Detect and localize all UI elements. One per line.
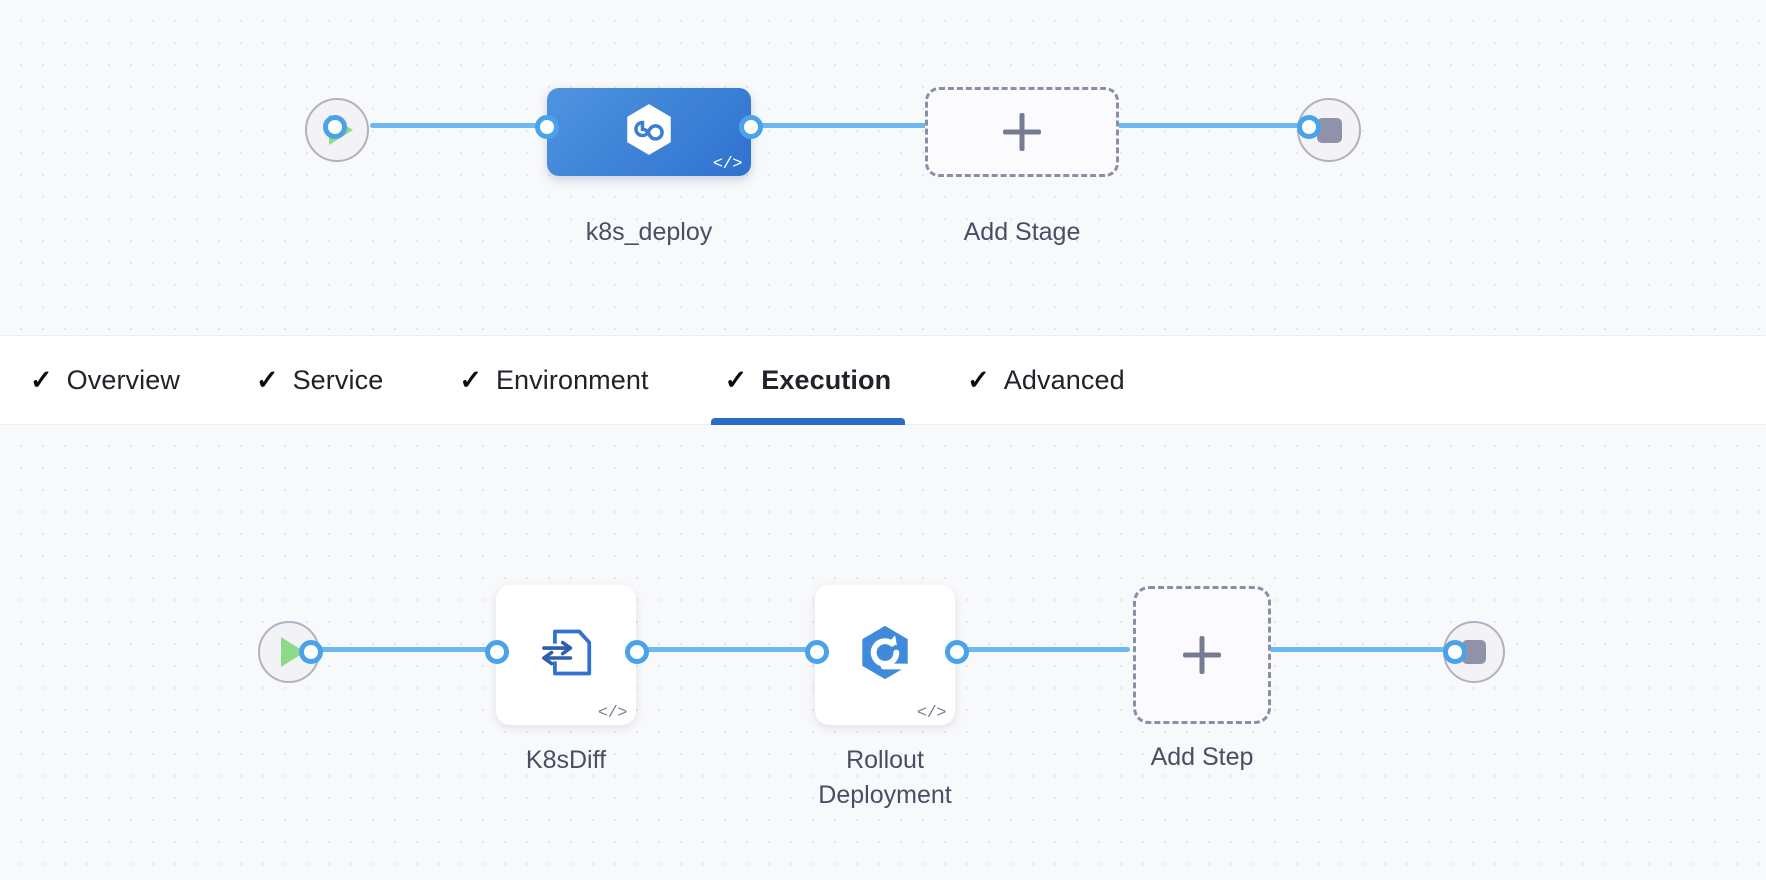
check-icon: ✓ [459,364,482,395]
code-view-glyph-icon[interactable]: </> [916,704,947,723]
step-label-rollout-deployment: Rollout Deployment [818,746,952,809]
tab-execution-label: Execution [761,364,892,395]
step-port-end-in[interactable] [1443,640,1467,664]
tab-advanced-label: Advanced [1003,364,1125,395]
tab-service-label: Service [292,364,384,395]
execution-graph-canvas[interactable]: </> K8sDiff </> Rollout Deployment Add S… [0,425,1766,880]
stage-wire-add-to-end [1110,123,1310,128]
step-port-k8sdiff-in[interactable] [485,640,509,664]
check-icon: ✓ [724,364,748,395]
tab-advanced[interactable]: ✓ Advanced [967,336,1159,424]
add-step-button[interactable] [1133,586,1271,724]
step-label-k8sdiff: K8sDiff [525,746,607,774]
stop-icon [1316,117,1342,143]
add-stage-button[interactable] [925,87,1119,177]
add-stage-label: Add Stage [963,218,1081,246]
active-tab-indicator [710,418,906,425]
code-view-glyph-icon[interactable]: </> [597,704,628,723]
step-wire-start-to-k8sdiff [300,647,505,652]
tab-service[interactable]: ✓ Service [256,336,417,424]
stage-port-k8s-out[interactable] [739,115,763,139]
step-port-rollout-in[interactable] [805,640,829,664]
step-wire-add-to-end [1266,647,1456,652]
stage-port-end-in[interactable] [1297,115,1321,139]
add-step-label: Add Step [1150,743,1254,771]
step-wire-k8sdiff-to-rollout [630,647,810,652]
tab-environment[interactable]: ✓ Environment [459,336,682,424]
check-icon: ✓ [30,364,53,395]
step-port-k8sdiff-out[interactable] [625,640,649,664]
stage-port-start-out[interactable] [323,115,347,139]
stage-wire-start-to-k8s [370,123,555,128]
tab-overview[interactable]: ✓ Overview [30,336,214,424]
pipeline-end-node[interactable] [1297,98,1361,162]
step-node-k8sdiff[interactable]: </> [496,585,636,725]
stage-graph-canvas[interactable]: </> k8s_deploy Add Stage [0,0,1766,335]
tab-environment-label: Environment [495,364,649,395]
step-port-start-out[interactable] [299,640,323,664]
tab-overview-label: Overview [66,364,180,395]
stage-node-k8s-deploy[interactable]: </> [547,88,751,176]
stage-wire-k8s-to-add [740,123,930,128]
step-port-rollout-out[interactable] [945,640,969,664]
stage-label-k8s-deploy: k8s_deploy [585,218,713,246]
tab-execution[interactable]: ✓ Execution [710,336,926,425]
step-node-rollout-deployment[interactable]: </> [815,585,955,725]
plus-icon [1183,636,1221,674]
stage-port-k8s-in[interactable] [535,115,559,139]
stage-config-tabbar[interactable]: ✓ Overview ✓ Service ✓ Environment ✓ Exe… [0,335,1766,425]
code-view-glyph-icon[interactable]: </> [712,155,743,174]
step-wire-rollout-to-add [950,647,1130,652]
check-icon: ✓ [255,364,279,395]
check-icon: ✓ [967,364,990,395]
rollout-hexagon-icon [853,621,917,690]
harness-cd-hexagon-icon [620,101,678,164]
plus-icon [1003,113,1041,151]
k8s-diff-document-icon [535,622,597,689]
